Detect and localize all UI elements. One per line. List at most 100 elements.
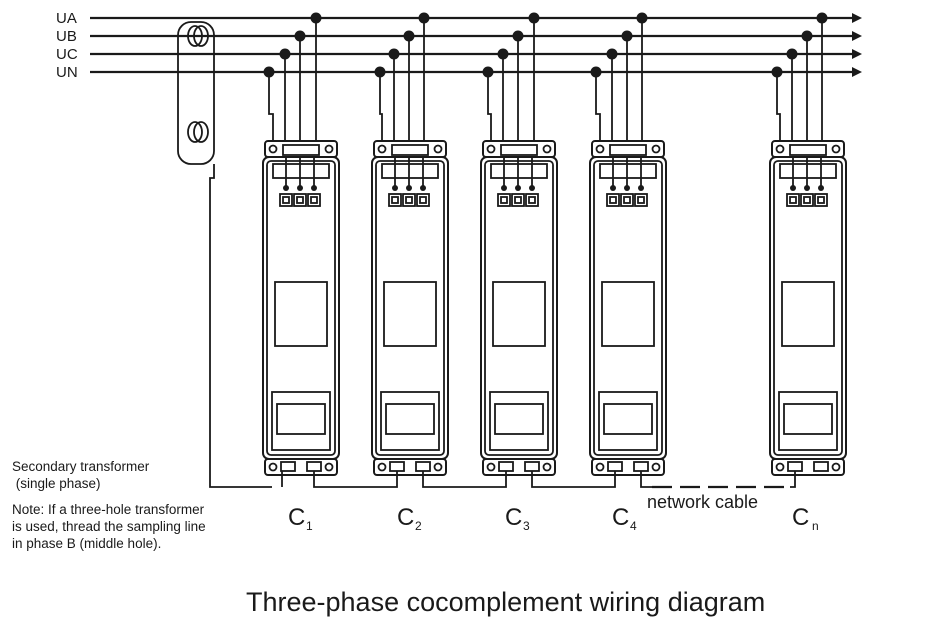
- screw-icon: [651, 144, 661, 154]
- terminal-screw-box: [497, 193, 511, 207]
- transformer-title-line1: Secondary transformer: [12, 459, 150, 474]
- lower-module-window: [276, 403, 326, 435]
- unit-label-c3: C 3: [505, 504, 530, 533]
- transformer-note-line3: in phase B (middle hole).: [12, 536, 161, 551]
- network-cable-label: network cable: [647, 492, 758, 512]
- top-clip-slot: [609, 144, 647, 156]
- screw-icon: [651, 462, 661, 472]
- transformer-note-line2: is used, thread the sampling line: [12, 519, 206, 534]
- terminal-dot: [420, 185, 426, 191]
- terminal-label-strip: [381, 163, 439, 179]
- screw-icon: [324, 462, 334, 472]
- network-cable-wiring: [281, 471, 796, 489]
- screw-icon: [433, 462, 443, 472]
- terminal-label-strip: [490, 163, 548, 179]
- screw-icon: [268, 462, 278, 472]
- meter-unit-4: [589, 12, 667, 476]
- terminal-dot: [297, 185, 303, 191]
- screw-icon: [831, 462, 841, 472]
- meter-unit-2: [371, 12, 449, 476]
- meter-unit-3: [480, 12, 558, 476]
- bus-arrow-head: [852, 67, 862, 77]
- terminal-dot: [311, 185, 317, 191]
- rj45-port-left: [280, 461, 296, 472]
- rj45-port-right: [813, 461, 829, 472]
- neutral-wire: [595, 72, 601, 145]
- neutral-wire: [379, 72, 383, 145]
- terminal-screw-icon: [405, 196, 413, 204]
- terminal-screw-icon: [789, 196, 797, 204]
- top-clip-slot: [282, 144, 320, 156]
- terminal-screw-icon: [817, 196, 825, 204]
- meter-unit-5: [769, 12, 847, 476]
- transformer-title-line2: (single phase): [12, 476, 101, 491]
- terminal-screw-icon: [637, 196, 645, 204]
- terminal-screw-icon: [391, 196, 399, 204]
- terminal-dot: [515, 185, 521, 191]
- secondary-transformer: [177, 21, 272, 488]
- neutral-wire: [487, 72, 492, 145]
- meter-units: [262, 12, 847, 476]
- terminal-label-strip: [272, 163, 330, 179]
- terminal-screw-box: [402, 193, 416, 207]
- terminal-label-strip: [599, 163, 657, 179]
- terminal-screw-box: [388, 193, 402, 207]
- screw-icon: [433, 144, 443, 154]
- transformer-sampling-lead: [209, 164, 272, 488]
- terminal-screw-box: [786, 193, 800, 207]
- terminal-screw-icon: [419, 196, 427, 204]
- terminal-screw-icon: [528, 196, 536, 204]
- terminal-dot: [638, 185, 644, 191]
- screw-icon: [775, 462, 785, 472]
- lower-module-window: [603, 403, 653, 435]
- terminal-dot: [529, 185, 535, 191]
- lower-module: [598, 391, 658, 451]
- terminal-screw-icon: [296, 196, 304, 204]
- transformer-coil-icon: [187, 25, 203, 47]
- display-window: [492, 281, 546, 347]
- bus-label-uc: UC: [56, 46, 78, 63]
- screw-icon: [377, 144, 387, 154]
- phase-bus-lines: [90, 13, 862, 77]
- transformer-coil-icon: [193, 25, 209, 47]
- diagram-caption: Three-phase cocomplement wiring diagram: [246, 587, 765, 617]
- terminal-dot: [406, 185, 412, 191]
- unit-subscript: 1: [306, 519, 313, 533]
- terminal-screw-icon: [514, 196, 522, 204]
- lower-module-window: [494, 403, 544, 435]
- meter-housing-inner: [266, 160, 336, 456]
- unit-subscript: 3: [523, 519, 530, 533]
- terminal-dot: [501, 185, 507, 191]
- terminal-screw-box: [525, 193, 539, 207]
- transformer-note-line1: Note: If a three-hole transformer: [12, 502, 205, 517]
- screw-icon: [595, 462, 605, 472]
- terminal-screw-icon: [609, 196, 617, 204]
- neutral-wire: [776, 72, 781, 145]
- unit-label-c2: C 2: [397, 504, 422, 533]
- screw-icon: [268, 144, 278, 154]
- lower-module-window: [385, 403, 435, 435]
- network-cable-link: [790, 471, 796, 488]
- top-clip-slot: [789, 144, 827, 156]
- meter-unit-1: [262, 12, 340, 476]
- terminal-screw-box: [511, 193, 525, 207]
- unit-label-c1: C 1: [288, 504, 313, 533]
- transformer-frame: [177, 21, 215, 165]
- meter-housing-inner: [484, 160, 554, 456]
- terminal-screw-icon: [282, 196, 290, 204]
- meter-housing-inner: [593, 160, 663, 456]
- terminal-dot: [624, 185, 630, 191]
- top-clip-slot: [500, 144, 538, 156]
- screw-icon: [542, 144, 552, 154]
- bus-arrow-head: [852, 31, 862, 41]
- screw-icon: [595, 144, 605, 154]
- transformer-coil-icon: [187, 121, 203, 143]
- network-cable-link: [313, 471, 398, 488]
- lower-module-window: [783, 403, 833, 435]
- top-clip-slot: [391, 144, 429, 156]
- screw-icon: [831, 144, 841, 154]
- display-window: [601, 281, 655, 347]
- terminal-screw-box: [814, 193, 828, 207]
- network-cable-link: [640, 471, 652, 488]
